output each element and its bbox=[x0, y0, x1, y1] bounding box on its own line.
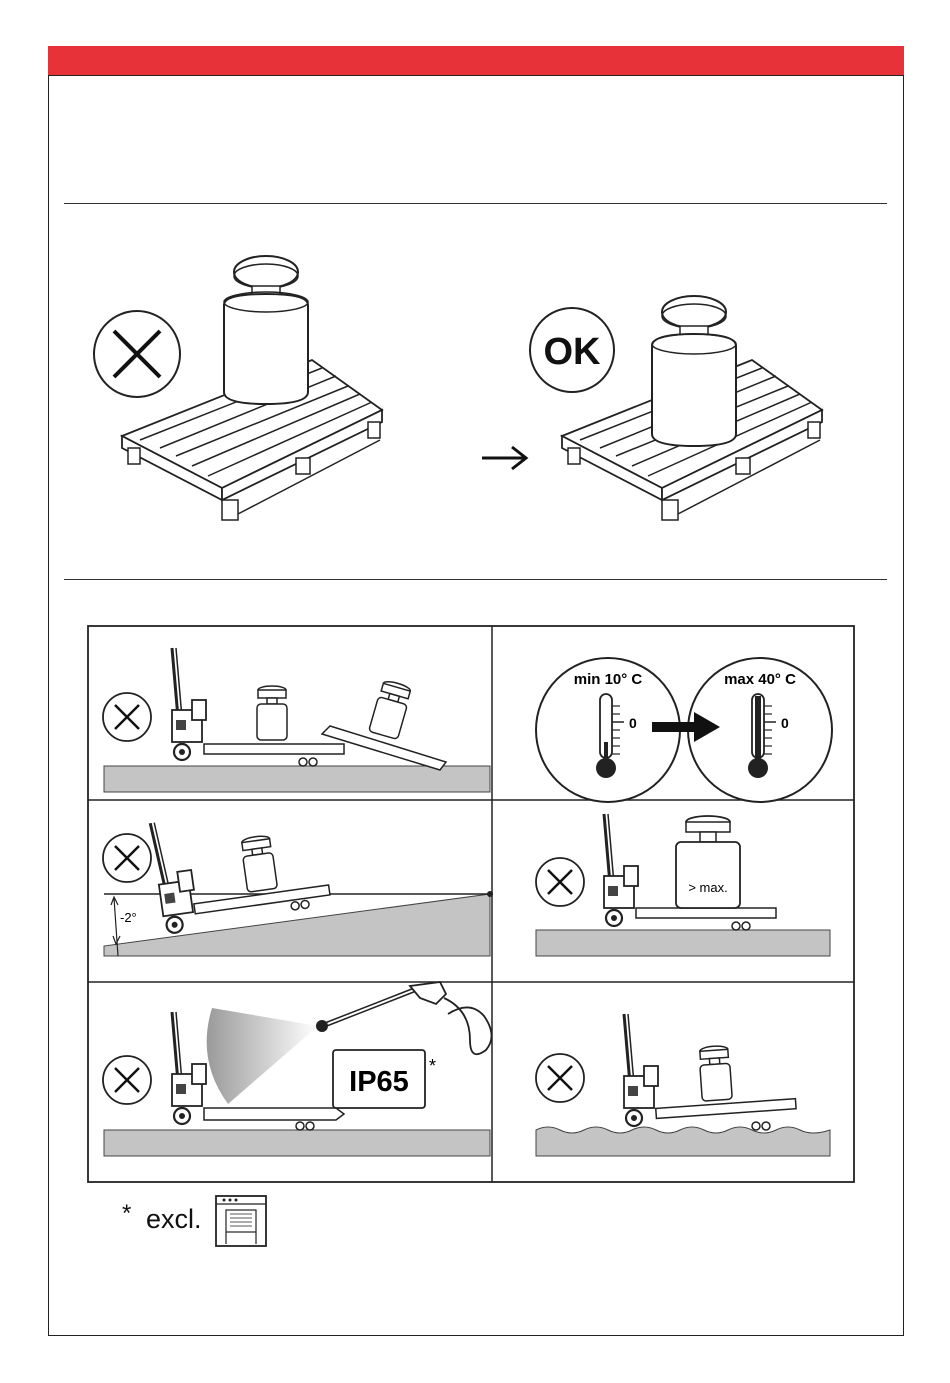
zero-label: 0 bbox=[781, 715, 789, 731]
slope-angle-label: -2° bbox=[120, 910, 137, 925]
right-arrow-icon bbox=[482, 447, 526, 469]
min-temp-label: min 10° C bbox=[574, 671, 643, 688]
ok-pallet-illustration: OK bbox=[530, 296, 822, 520]
over-max-label: > max. bbox=[688, 880, 727, 895]
max-temp-label: max 40° C bbox=[724, 671, 796, 688]
ip65-star: * bbox=[429, 1056, 436, 1076]
footnote-text: excl. bbox=[146, 1204, 202, 1235]
ok-label: OK bbox=[544, 331, 602, 373]
footnote-star: * bbox=[122, 1200, 131, 1228]
dishwasher-icon bbox=[216, 1196, 266, 1246]
ip65-label: IP65 bbox=[349, 1066, 409, 1098]
zero-label: 0 bbox=[629, 715, 637, 731]
wrong-pallet-illustration bbox=[94, 256, 382, 520]
